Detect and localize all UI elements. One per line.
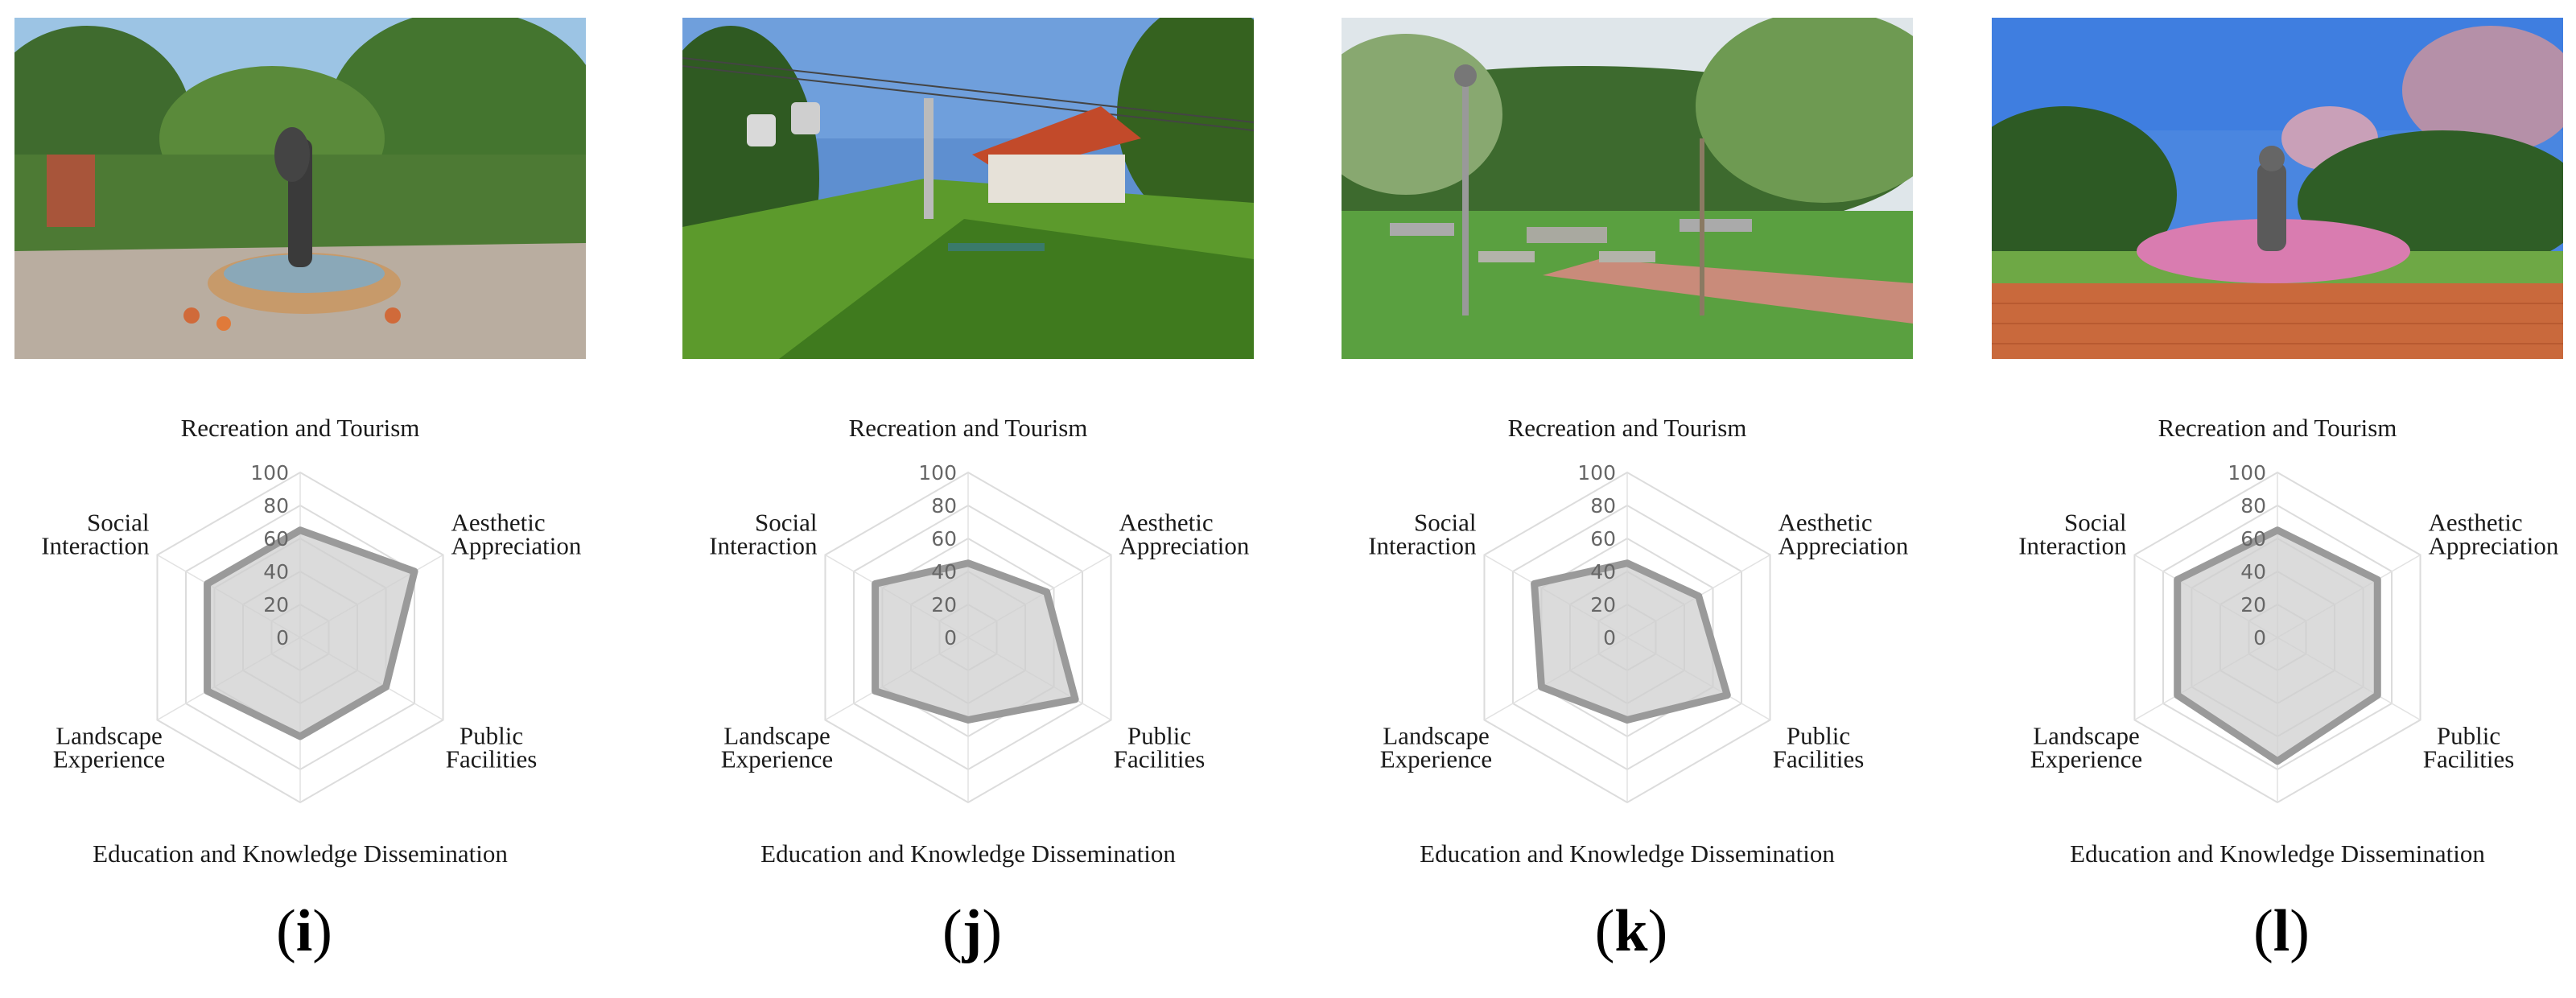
park-fountain-sculpture-photo — [14, 18, 586, 359]
radar-tick-label: 100 — [918, 461, 957, 485]
radar-tick-label: 80 — [263, 494, 289, 518]
radar-tick-label: 60 — [1590, 527, 1616, 551]
radar-axis-label: Education and Knowledge Dissemination — [760, 839, 1176, 868]
radar-tick-label: 100 — [2228, 461, 2266, 485]
panel-label: (l) — [2253, 898, 2310, 964]
radar-data-point — [1726, 694, 1729, 696]
radar-data-point — [2277, 529, 2278, 531]
statue-flower-garden-photo — [1992, 18, 2563, 359]
radar-tick-label: 80 — [931, 494, 957, 518]
radar-tick-label: 0 — [1603, 626, 1616, 650]
radar-data-point — [1533, 583, 1535, 585]
radar-data-point — [874, 583, 876, 585]
radar-data-point — [414, 571, 416, 572]
radar-tick-label: 60 — [2240, 527, 2266, 551]
radar-data-point — [2376, 579, 2379, 581]
radar-tick-label: 40 — [931, 560, 957, 584]
radar-data-point — [299, 736, 301, 737]
radar-data-point — [1045, 591, 1048, 593]
radar-series-area — [1531, 559, 1731, 724]
radar-data-point — [385, 686, 387, 688]
radar-data-point — [2176, 579, 2178, 581]
radar-tick-label: 40 — [2240, 560, 2266, 584]
radar-tick-label: 20 — [1590, 593, 1616, 617]
radar-tick-label: 0 — [944, 626, 957, 650]
radar-series-area — [204, 526, 418, 740]
radar-tick-label: 60 — [263, 527, 289, 551]
radar-axis-label: Recreation and Tourism — [1508, 414, 1747, 442]
radar-axis-label: Education and Knowledge Dissemination — [93, 839, 508, 868]
radar-axis-label: Education and Knowledge Dissemination — [2070, 839, 2485, 868]
radar-tick-label: 100 — [1577, 461, 1616, 485]
radar-data-point — [206, 583, 208, 585]
picnic-tables-park-photo — [1342, 18, 1913, 359]
panel-label: (k) — [1594, 898, 1668, 964]
radar-tick-label: 80 — [2240, 494, 2266, 518]
radar-tick-label: 0 — [2253, 626, 2266, 650]
panel-label: (i) — [276, 898, 332, 964]
radar-data-point — [1626, 562, 1628, 564]
radar-axis-label: Recreation and Tourism — [849, 414, 1088, 442]
radar-tick-label: 60 — [931, 527, 957, 551]
radar-data-point — [206, 690, 208, 692]
panel-label: (j) — [942, 898, 1002, 964]
radar-data-point — [1540, 686, 1543, 688]
radar-axis-label: Recreation and Tourism — [181, 414, 420, 442]
radar-tick-label: 0 — [276, 626, 289, 650]
radar-series-area — [872, 559, 1079, 724]
radar-data-point — [874, 690, 876, 692]
radar-tick-label: 20 — [931, 593, 957, 617]
radar-data-point — [2277, 760, 2278, 762]
radar-tick-label: 100 — [250, 461, 289, 485]
radar-data-point — [2376, 694, 2379, 696]
radar-data-point — [1626, 719, 1628, 721]
radar-series-area — [2174, 526, 2381, 765]
radar-tick-label: 20 — [263, 593, 289, 617]
cable-car-hillside-photo — [682, 18, 1254, 359]
radar-data-point — [299, 529, 301, 531]
radar-data-point — [2176, 694, 2178, 696]
radar-tick-label: 80 — [1590, 494, 1616, 518]
radar-tick-label: 20 — [2240, 593, 2266, 617]
radar-data-point — [967, 719, 969, 721]
radar-axis-label: Recreation and Tourism — [2158, 414, 2397, 442]
radar-axis-label: Education and Knowledge Dissemination — [1420, 839, 1835, 868]
radar-tick-label: 40 — [263, 560, 289, 584]
radar-data-point — [1074, 698, 1077, 700]
radar-data-point — [967, 562, 969, 564]
radar-tick-label: 40 — [1590, 560, 1616, 584]
radar-data-point — [1697, 595, 1700, 597]
